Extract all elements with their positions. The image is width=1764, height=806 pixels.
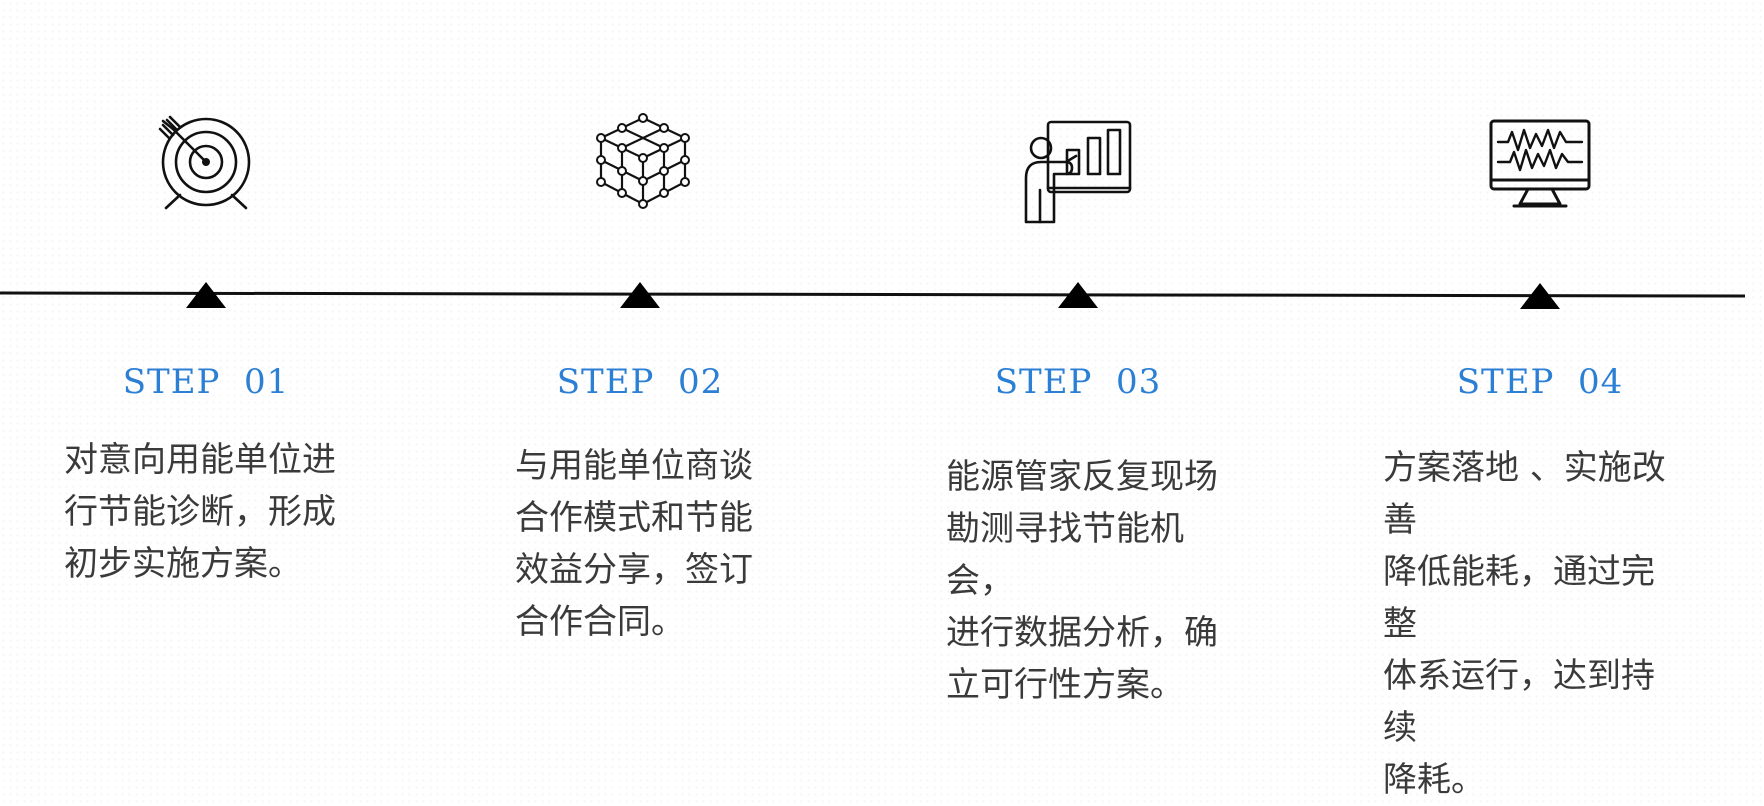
- timeline-line: [0, 291, 1746, 298]
- step-1-description: 对意向用能单位进 行节能诊断，形成 初步实施方案。: [64, 440, 336, 584]
- step-2-label: STEP 02: [556, 362, 724, 402]
- monitor-waveform-icon: [1489, 119, 1591, 208]
- step-1-label: STEP 01: [122, 362, 290, 402]
- presenter-chart-icon: [1024, 120, 1132, 224]
- step-3-description: 能源管家反复现场 勘测寻找节能机会， 进行数据分析，确 立可行性方案。: [946, 457, 1218, 705]
- step-4-description: 方案落地 、实施改 善 降低能耗，通过完整 体系运行，达到持续 降耗。: [1383, 448, 1666, 800]
- timeline: [0, 282, 1746, 309]
- step-4-label: STEP 04: [1456, 362, 1624, 402]
- timeline-marker-4: [1520, 283, 1560, 309]
- network-cube-icon: [596, 113, 690, 209]
- target-arrow-icon: [158, 115, 251, 210]
- timeline-marker-1: [186, 282, 226, 308]
- timeline-marker-2: [620, 282, 660, 308]
- step-3-label: STEP 03: [994, 362, 1162, 402]
- timeline-marker-3: [1058, 282, 1098, 308]
- step-2-description: 与用能单位商谈 合作模式和节能 效益分享，签订 合作合同。: [515, 446, 753, 642]
